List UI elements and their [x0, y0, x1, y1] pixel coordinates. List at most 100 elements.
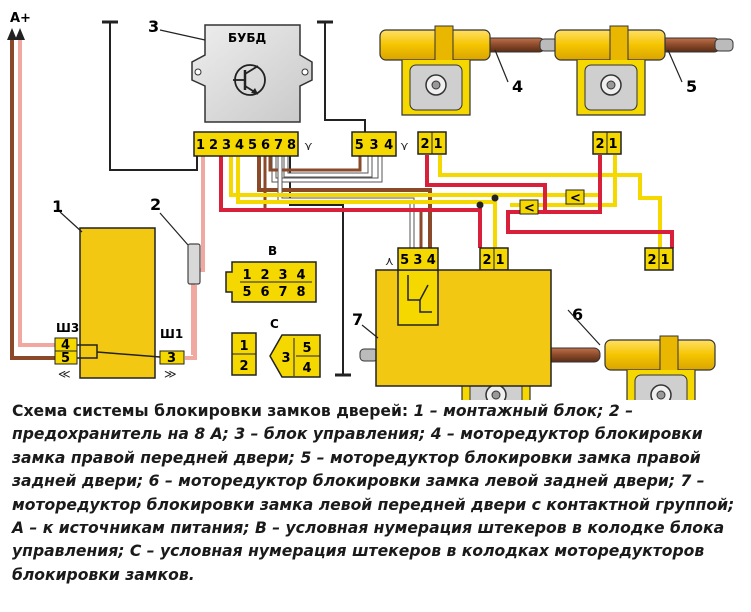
pin-label: 2: [420, 137, 429, 152]
pin-label: 8: [287, 138, 296, 153]
label-motor: 6: [572, 305, 583, 324]
wire-red-1: [219, 155, 482, 248]
pin-label: 8: [296, 285, 305, 300]
pin-label: 1: [495, 253, 504, 268]
pin-label: 5: [242, 285, 251, 300]
pin-label: 1: [433, 137, 442, 152]
wire-brown-a: [10, 40, 55, 360]
pin-label: 2: [239, 359, 248, 374]
ecu-connector: [193, 131, 299, 157]
pin-label: 3: [413, 253, 422, 268]
pin-label: 3: [369, 138, 378, 153]
wire-pink-fuse-low: [185, 285, 197, 360]
connector-chevron-icon: ≪: [58, 367, 71, 381]
chevron-left-icon: <: [570, 191, 581, 206]
mounting-block: 1 Ш3 4 5 ≪ Ш1 3 ≫: [52, 197, 185, 381]
figure-caption: Схема системы блокировки замков дверей: …: [12, 400, 744, 587]
pin-label: 4: [302, 361, 311, 376]
label-2: 2: [150, 195, 161, 214]
wires: < <: [10, 22, 674, 375]
pin-label: 2: [260, 268, 269, 283]
junction-dot: [491, 194, 499, 202]
inline-connector: [519, 199, 539, 215]
ground-symbols: [102, 20, 351, 377]
wire-white-ecu-in: [272, 155, 382, 182]
ecu-aux-connector: [351, 131, 397, 157]
m7-contact-connector: [397, 247, 439, 271]
sh1-pin-3: [159, 350, 185, 365]
connector-chevron-icon: ⋏: [385, 254, 394, 268]
pin-label: 3: [167, 351, 176, 366]
pin-label: 1: [660, 253, 669, 268]
wire-brown-ecu: [257, 155, 432, 248]
pin-label: 5: [61, 351, 70, 366]
connector-chevron-icon: ⋎: [304, 139, 313, 153]
label-3: 3: [148, 17, 159, 36]
wire-pink-a: [18, 40, 55, 347]
ecu-housing: [191, 24, 313, 123]
pin-label: 2: [595, 137, 604, 152]
wire-yellow-4: [438, 155, 662, 248]
pin-label: 3: [281, 351, 290, 366]
label-motor: 5: [686, 77, 697, 96]
chevron-left-icon: <: [524, 201, 535, 216]
wire-red-2: [425, 155, 547, 212]
pin-label: 6: [261, 138, 270, 153]
connector-chevron-icon: ⋎: [400, 139, 409, 153]
arrow-up-icon: [7, 28, 17, 40]
pin-label: 4: [384, 138, 393, 153]
pin-label: 5: [400, 253, 409, 268]
pin-label: 7: [278, 285, 287, 300]
wire-brown2: [268, 155, 362, 172]
wire-yellow-2: [236, 155, 497, 248]
pin-label: 1: [608, 137, 617, 152]
pin-label: 1: [242, 268, 251, 283]
pin-label: 4: [235, 138, 244, 153]
legend-b-title: В: [268, 244, 277, 258]
inline-connector: [565, 189, 585, 205]
pin-label: 5: [355, 138, 364, 153]
pin-label: 4: [296, 268, 305, 283]
caption-body: 1 – монтажный блок; 2 – предохранитель н…: [12, 402, 735, 584]
pin-label: 5: [248, 138, 257, 153]
power-source-arrows: А+: [7, 11, 31, 40]
wiring-diagram: < < А+ 1 Ш3 4 5 ≪ Ш1 3 ≫ 2: [7, 11, 734, 400]
legend-c: С 1 2 35 4: [231, 317, 321, 378]
pin-label: 7: [274, 138, 283, 153]
label-motor: 4: [512, 77, 523, 96]
pin-label: 1: [196, 138, 205, 153]
wire-ground-ecu: [109, 22, 198, 171]
a-plus-label: А+: [10, 11, 31, 26]
arrow-up-icon: [15, 28, 25, 40]
pin-label: 4: [61, 338, 70, 353]
wire-ground-aux: [324, 22, 366, 135]
fuse-body: [187, 243, 201, 285]
wire-white2-in: [284, 155, 372, 177]
wire-white2: [283, 155, 373, 178]
legend-c-title: С: [270, 317, 279, 331]
junction-dot: [476, 201, 484, 209]
ecu-title: БУБД: [228, 31, 266, 45]
pin-label: 4: [427, 253, 436, 268]
pin-label: 1: [239, 339, 248, 354]
pin-label: 3: [278, 268, 287, 283]
pin-label: 5: [302, 341, 311, 356]
fuse: 2: [150, 195, 201, 285]
label-1: 1: [52, 197, 63, 216]
label-7: 7: [352, 310, 363, 329]
connector-chevron-icon: ≫: [164, 367, 177, 381]
sh3-label: Ш3: [56, 321, 79, 335]
pin-label: 6: [260, 285, 269, 300]
pin-label: 3: [222, 138, 231, 153]
pin-label: 2: [209, 138, 218, 153]
pin-label: 2: [482, 253, 491, 268]
caption-title: Схема системы блокировки замков дверей:: [12, 402, 409, 420]
wire-red-3: [506, 155, 674, 248]
pin-label: 2: [647, 253, 656, 268]
